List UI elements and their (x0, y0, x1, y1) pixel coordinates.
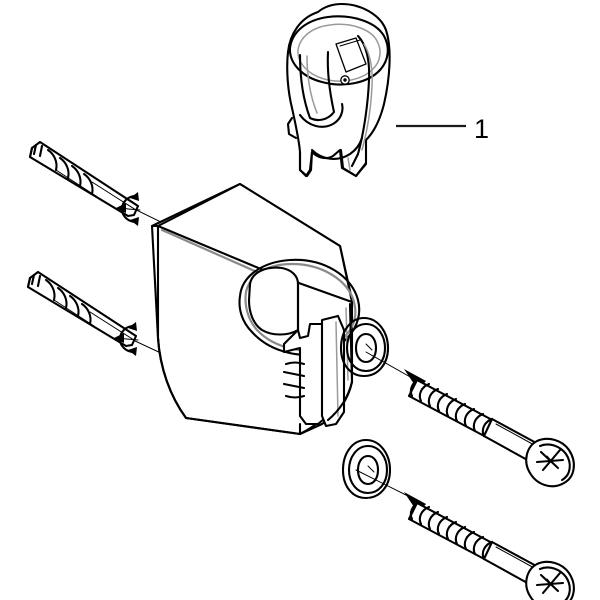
callout-label-1: 1 (474, 114, 489, 144)
wall-plug-lower[interactable] (26, 270, 139, 356)
screw-lower[interactable] (404, 492, 575, 600)
callout-1[interactable]: 1 (396, 114, 489, 144)
cover-cap[interactable] (286, 2, 391, 178)
screw-upper[interactable] (404, 369, 575, 488)
wall-plug-upper[interactable] (28, 140, 141, 226)
screw-thread-upper (409, 377, 494, 438)
washer-lower[interactable] (341, 438, 392, 500)
washer-upper[interactable] (339, 316, 390, 378)
insertion-arrow-lower (114, 322, 139, 356)
wall-bracket[interactable] (150, 182, 361, 436)
screw-thread-lower (409, 500, 494, 561)
insertion-arrow-upper (116, 192, 141, 226)
screw-head-cross-lower (535, 571, 565, 595)
screw-head-cross-upper (535, 448, 565, 472)
